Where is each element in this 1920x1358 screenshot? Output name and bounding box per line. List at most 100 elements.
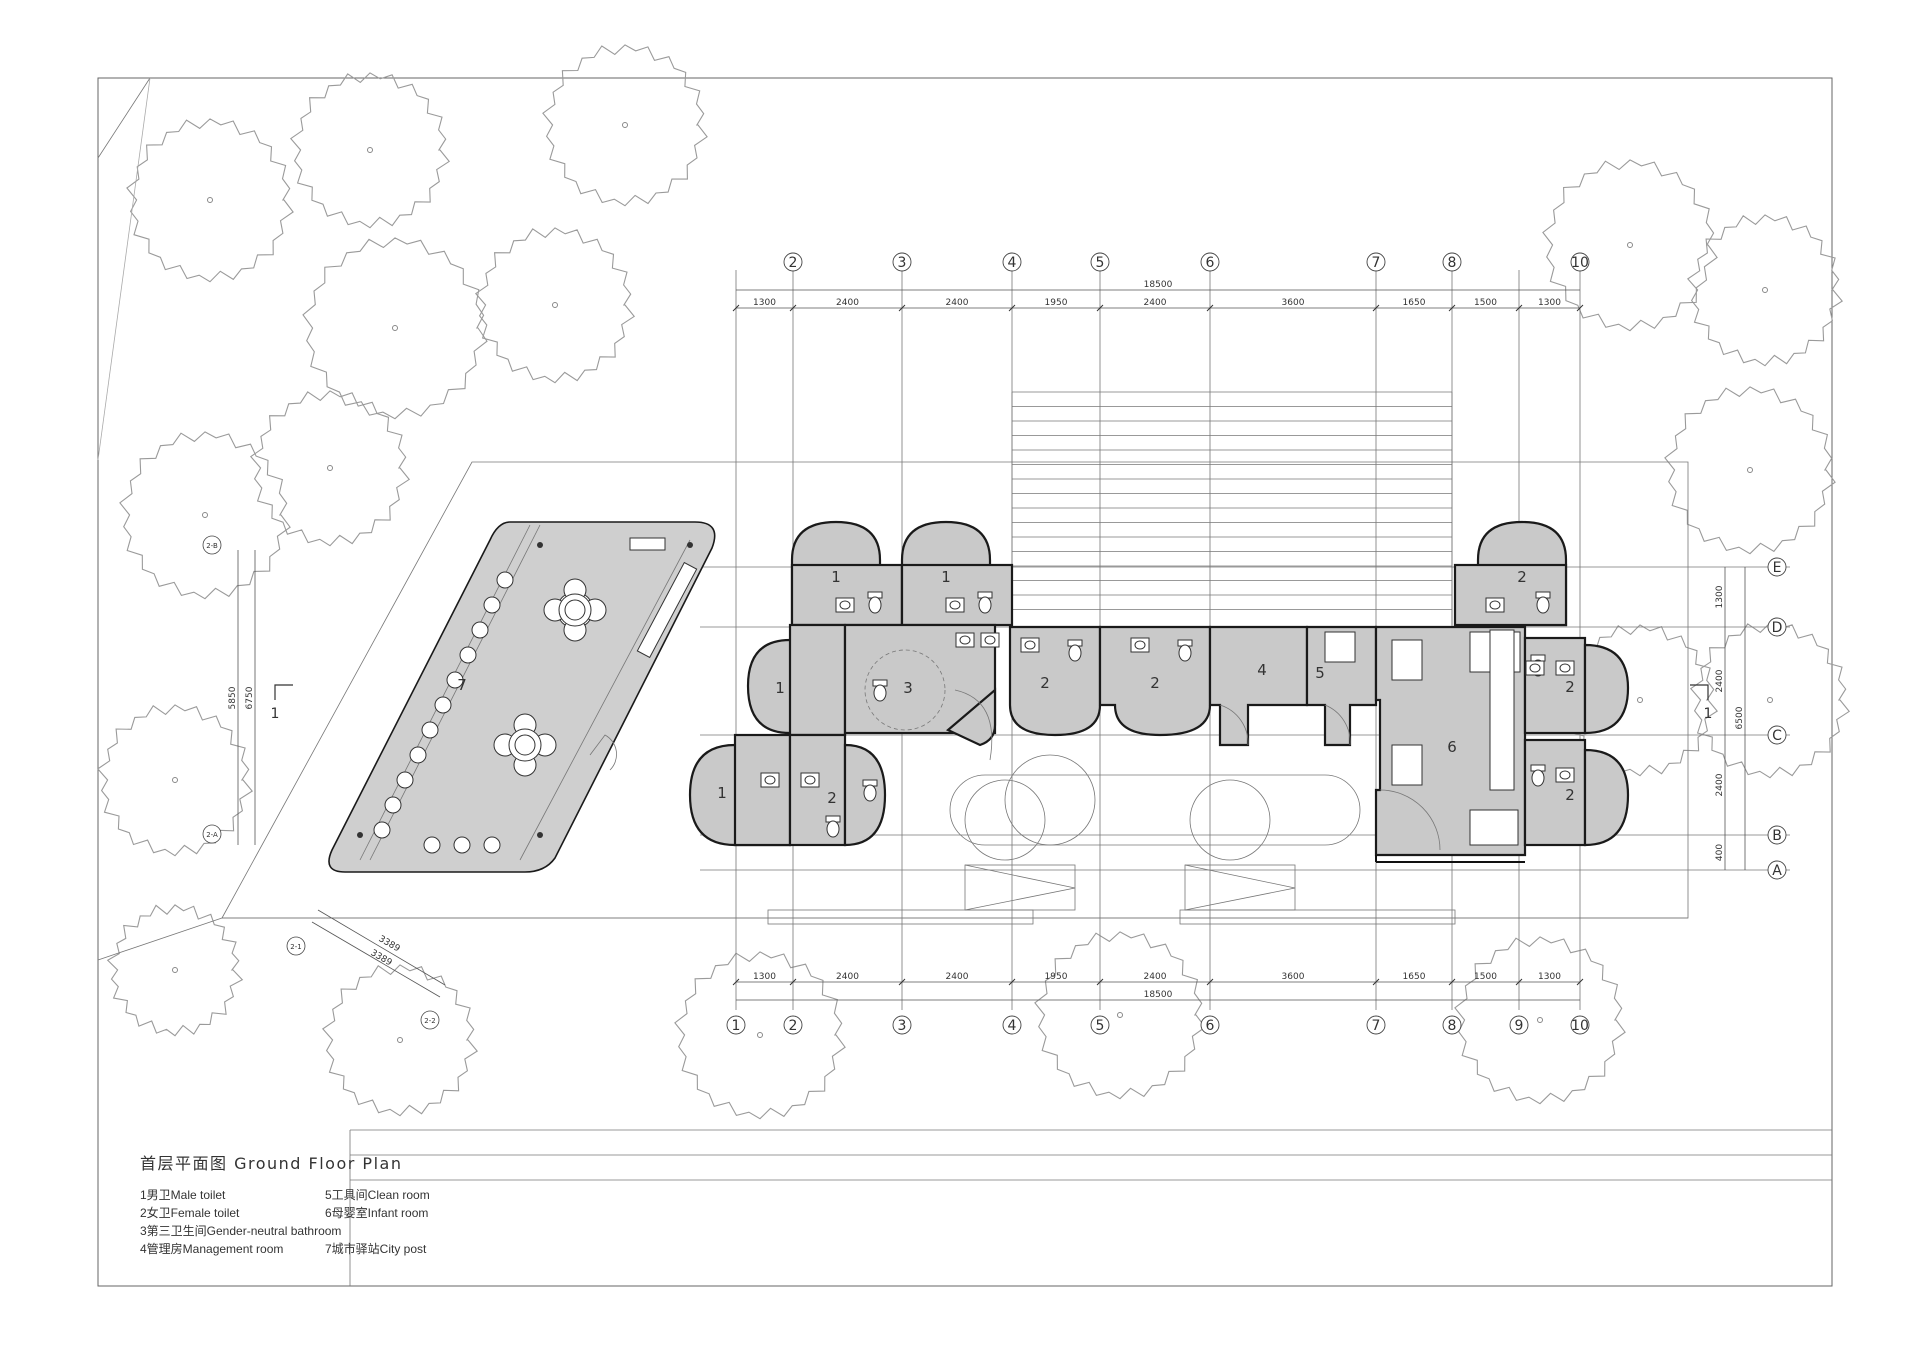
axis-label: 5 <box>1096 1018 1105 1034</box>
room-number: 1 <box>717 784 727 802</box>
tree-canopy <box>1689 622 1851 779</box>
sink-basin <box>804 775 816 785</box>
axis-bubble <box>892 1015 912 1035</box>
seat-stool <box>421 721 439 739</box>
legend-item: 1男卫Male toilet <box>140 1188 226 1202</box>
tree-canopy <box>1034 931 1206 1100</box>
seat-stool <box>423 836 441 854</box>
dimension-total: 6500 <box>1735 706 1745 729</box>
axis-bubble <box>1570 1015 1590 1035</box>
dimension-label: 2400 <box>836 298 859 308</box>
dimension-tick <box>789 978 797 986</box>
legend-item: 6母婴室Infant room <box>325 1206 429 1220</box>
axis-bubble <box>1442 1015 1462 1035</box>
tree-trunk <box>172 967 178 973</box>
tree-trunk <box>367 147 373 153</box>
axis-bubble <box>420 1010 440 1030</box>
dimension-label: 1500 <box>1474 298 1497 308</box>
seat-stool <box>373 821 391 839</box>
toilet-bowl <box>1178 644 1192 662</box>
dimension-label: 1300 <box>753 972 776 982</box>
dimension-tick <box>1372 304 1380 312</box>
tree-trunk <box>1762 287 1768 293</box>
dimension-tick <box>732 304 740 312</box>
axis-bubble <box>1090 252 1110 272</box>
axis-bubble <box>202 535 222 555</box>
axis-label: 2-A <box>206 831 218 839</box>
axis-label: 6 <box>1206 255 1215 271</box>
room-number: 5 <box>1315 664 1325 682</box>
dimension-label: 2400 <box>946 298 969 308</box>
room-number: 2 <box>1040 674 1050 692</box>
dimension-tick <box>1515 978 1523 986</box>
axis-label: 2-2 <box>424 1017 435 1025</box>
sink-basin <box>1559 770 1571 780</box>
axis-label: 8 <box>1448 1018 1457 1034</box>
dimension-tick <box>1096 304 1104 312</box>
tree-trunk <box>327 465 333 471</box>
toilet-bowl <box>1068 644 1082 662</box>
axis-bubble <box>1090 1015 1110 1035</box>
sink-basin <box>764 775 776 785</box>
toilet-bowl <box>868 596 882 614</box>
axis-bubble <box>1366 252 1386 272</box>
axis-label: E <box>1773 560 1782 576</box>
deck-stairs <box>1011 391 1453 625</box>
axis-bubble <box>1002 252 1022 272</box>
tree-canopy <box>474 227 636 384</box>
legend-item: 5工具间Clean room <box>325 1188 430 1202</box>
sink-basin <box>1529 663 1541 673</box>
axis-bubble <box>1200 1015 1220 1035</box>
seat-stool <box>471 621 489 639</box>
sink-basin <box>1024 640 1036 650</box>
axis-bubble <box>783 252 803 272</box>
axis-label: 9 <box>1515 1018 1524 1034</box>
toilet-bowl <box>826 820 840 838</box>
dimension-label: 2400 <box>1715 669 1725 692</box>
room-number: 2 <box>1150 674 1160 692</box>
site-lines <box>97 77 1832 1286</box>
section-label: 1 <box>271 706 280 722</box>
furniture-block <box>1391 639 1423 681</box>
tree-canopy <box>1454 936 1626 1105</box>
city-post-pavilion <box>328 521 716 873</box>
counter <box>1489 629 1515 791</box>
toilet-bowl <box>873 684 887 702</box>
furniture-block <box>1469 809 1519 846</box>
dimension-tick <box>1515 304 1523 312</box>
axis-label: 8 <box>1448 255 1457 271</box>
legend-item <box>325 1222 545 1239</box>
tree-trunk <box>1117 1012 1123 1018</box>
dimension-label: 1300 <box>1538 972 1561 982</box>
dimension-label: 1300 <box>1538 298 1561 308</box>
axis-bubble <box>1570 252 1590 272</box>
dimension-label: 6750 <box>245 686 255 709</box>
dimension-label: 3600 <box>1282 298 1305 308</box>
tree-trunk <box>397 1037 403 1043</box>
axis-bubble <box>1767 725 1787 745</box>
tree-trunk <box>1747 467 1753 473</box>
seat-stool <box>434 696 452 714</box>
tree-canopy <box>302 237 488 420</box>
axis-bubble <box>892 252 912 272</box>
dimension-tick <box>1576 304 1584 312</box>
axis-label: 4 <box>1008 255 1017 271</box>
axis-label: 2 <box>789 1018 798 1034</box>
room-number: 2 <box>827 789 837 807</box>
room-number: 3 <box>903 679 913 697</box>
sink-basin <box>1559 663 1571 673</box>
room-number: 7 <box>457 676 467 694</box>
axis-bubble <box>1767 860 1787 880</box>
sink-basin <box>959 635 971 645</box>
sink-basin <box>1489 600 1501 610</box>
dimension-label: 1300 <box>753 298 776 308</box>
axis-label: A <box>1772 863 1782 879</box>
section-mark <box>1690 684 1709 700</box>
seat-stool <box>483 596 501 614</box>
axis-label: 3 <box>898 1018 907 1034</box>
dimension-tick <box>1448 304 1456 312</box>
axis-bubble <box>1767 617 1787 637</box>
